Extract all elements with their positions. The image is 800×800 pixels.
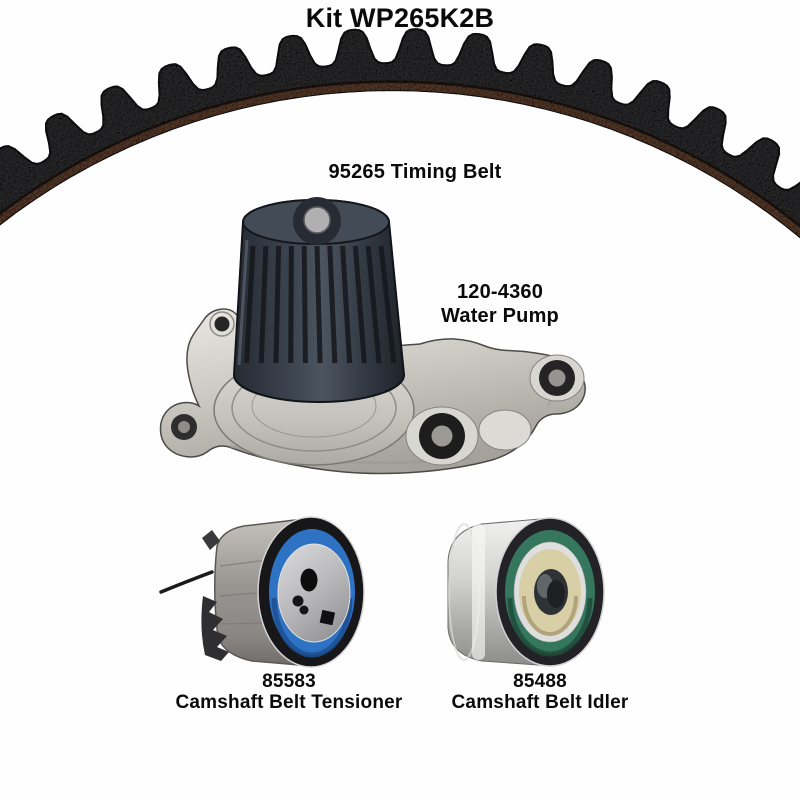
timing-belt-inner-edge-shadow bbox=[0, 80, 800, 228]
idler-seal-ring-shade bbox=[507, 597, 593, 657]
idler-label: 85488 Camshaft Belt Idler bbox=[412, 671, 668, 713]
idler-body-highlight bbox=[472, 524, 485, 660]
timing-belt-inner-edge bbox=[0, 82, 800, 237]
idler-bore-core bbox=[547, 580, 565, 608]
tensioner-pin-wire bbox=[159, 570, 214, 594]
idler-image bbox=[447, 517, 605, 667]
tensioner-plate-hole bbox=[299, 605, 309, 615]
tensioner-center-hole bbox=[300, 568, 318, 592]
tensioner-image bbox=[159, 516, 365, 668]
timing-belt-rubber bbox=[0, 28, 800, 239]
water-pump-label: 120-4360 Water Pump bbox=[400, 280, 600, 328]
tensioner-label: 85583 Camshaft Belt Tensioner bbox=[149, 671, 429, 713]
timing-belt-image bbox=[0, 28, 800, 239]
tensioner-part-number: 85583 bbox=[262, 671, 316, 692]
pump-drum-ribs bbox=[244, 245, 397, 364]
tensioner-bracket-tab bbox=[202, 530, 220, 550]
tensioner-bracket bbox=[201, 596, 229, 661]
pump-bolt-hole-ring bbox=[209, 311, 235, 337]
idler-part-number: 85488 bbox=[513, 671, 567, 692]
tensioner-face-plate bbox=[277, 543, 351, 643]
timing-belt-label: 95265 Timing Belt bbox=[328, 161, 502, 183]
pump-bolt-hole bbox=[214, 316, 230, 332]
pump-bolt-hole-center bbox=[548, 369, 566, 387]
tensioner-plate-hole bbox=[292, 595, 304, 607]
idler-name: Camshaft Belt Idler bbox=[451, 692, 629, 713]
tensioner-plate-notch bbox=[319, 609, 336, 626]
tensioner-name: Camshaft Belt Tensioner bbox=[175, 692, 403, 713]
tensioner-blue-ring-shade bbox=[271, 597, 353, 658]
water-pump-image bbox=[159, 197, 586, 475]
pump-drum-highlight bbox=[237, 239, 249, 366]
pump-shaft-center bbox=[303, 206, 331, 234]
pump-stub-boss bbox=[478, 409, 532, 451]
idler-bearing-ring-shade bbox=[522, 595, 578, 636]
water-pump-part-number: 120-4360 bbox=[456, 281, 544, 303]
water-pump-name: Water Pump bbox=[441, 305, 559, 327]
kit-title: Kit WP265K2B bbox=[305, 3, 495, 33]
pump-bolt-hole-center bbox=[431, 425, 453, 447]
pump-bolt-hole-center bbox=[178, 421, 190, 433]
